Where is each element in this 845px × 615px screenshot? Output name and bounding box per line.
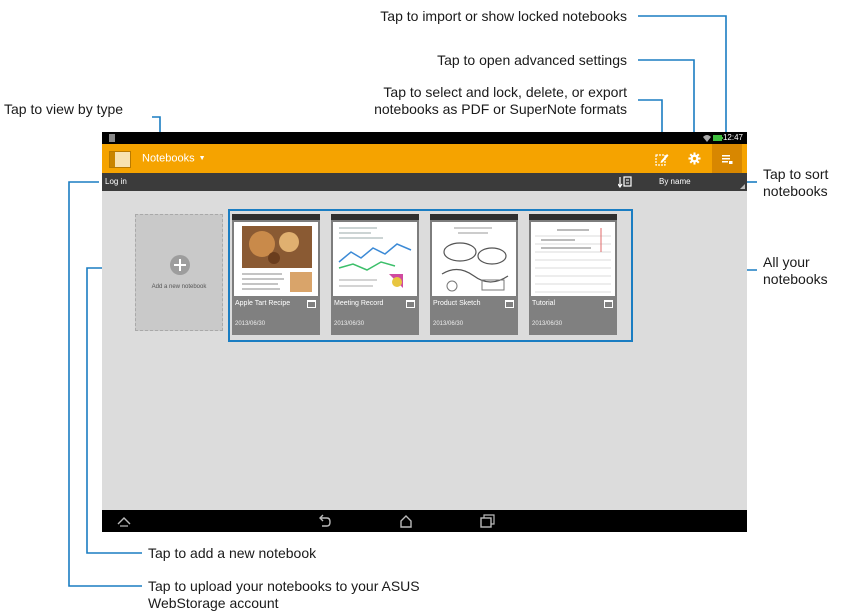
notebook-date: 2013/06/30 <box>334 321 365 327</box>
caret-down-icon: ▼ <box>198 155 206 162</box>
add-notebook-label: Add a new notebook <box>151 284 207 290</box>
callout-sort: Tap to sort notebooks <box>763 166 828 200</box>
notebook-app-icon <box>109 151 131 168</box>
notebook-menu-icon[interactable] <box>604 300 613 308</box>
callout-select-lock-line1: Tap to select and lock, delete, or expor… <box>383 84 627 100</box>
import-locked-button[interactable] <box>712 144 742 173</box>
notebook-thumbnail <box>333 222 417 296</box>
callout-advanced-settings: Tap to open advanced settings <box>437 52 627 68</box>
status-bar: 12:47 <box>102 132 747 144</box>
notebook-title: Tutorial <box>532 300 556 307</box>
gear-icon <box>687 152 701 165</box>
notebook-thumbnail <box>432 222 516 296</box>
select-notebooks-button[interactable] <box>647 144 677 173</box>
notebook-footer: Product Sketch 2013/06/30 <box>430 296 518 335</box>
view-type-dropdown[interactable]: Notebooks▼ <box>142 144 206 173</box>
notification-icon <box>109 134 115 142</box>
callout-select-lock: Tap to select and lock, delete, or expor… <box>374 84 627 118</box>
notebooks-highlight-frame <box>228 209 633 342</box>
callout-upload-line1: Tap to upload your notebooks to your ASU… <box>148 578 420 594</box>
settings-button[interactable] <box>679 144 709 173</box>
notebook-tab <box>529 214 617 220</box>
list-lock-icon <box>722 154 733 164</box>
recent-apps-icon[interactable] <box>479 514 495 528</box>
notebook-date: 2013/06/30 <box>433 321 464 327</box>
callout-select-lock-line2: notebooks as PDF or SuperNote formats <box>374 101 627 117</box>
notebook-menu-icon[interactable] <box>505 300 514 308</box>
callout-import-locked: Tap to import or show locked notebooks <box>380 8 627 24</box>
notebook-date: 2013/06/30 <box>532 321 563 327</box>
notebook-title: Product Sketch <box>433 300 481 307</box>
notebook-title: Apple Tart Recipe <box>235 300 291 307</box>
callout-upload: Tap to upload your notebooks to your ASU… <box>148 578 420 612</box>
notebook-card[interactable]: Apple Tart Recipe 2013/06/30 <box>232 214 320 335</box>
action-bar: Notebooks▼ <box>102 144 747 173</box>
callout-view-by-type: Tap to view by type <box>4 101 124 117</box>
callout-all-notebooks: All your notebooks <box>763 254 828 288</box>
notebook-thumbnail <box>234 222 318 296</box>
plus-circle-icon <box>170 255 190 275</box>
status-time: 12:47 <box>722 133 743 142</box>
notebook-footer: Tutorial 2013/06/30 <box>529 296 617 335</box>
battery-icon <box>713 135 723 141</box>
system-nav-bar <box>102 510 747 532</box>
login-sort-bar: Log in By name <box>102 173 747 191</box>
callout-all-line2: notebooks <box>763 271 828 287</box>
add-notebook-card[interactable]: Add a new notebook <box>135 214 223 331</box>
sort-by-name[interactable]: By name <box>659 177 691 186</box>
collapse-icon[interactable] <box>116 514 132 528</box>
notebook-footer: Apple Tart Recipe 2013/06/30 <box>232 296 320 335</box>
notebook-menu-icon[interactable] <box>406 300 415 308</box>
callout-sort-line2: notebooks <box>763 183 828 199</box>
select-edit-icon <box>655 153 669 166</box>
notebook-date: 2013/06/30 <box>235 321 266 327</box>
callout-all-line1: All your <box>763 254 810 270</box>
home-icon[interactable] <box>398 514 414 528</box>
notebook-tab <box>430 214 518 220</box>
page-title: Notebooks <box>142 152 195 165</box>
notebook-thumbnail <box>531 222 615 296</box>
back-icon[interactable] <box>316 514 332 528</box>
notebook-tab <box>331 214 419 220</box>
callout-sort-line1: Tap to sort <box>763 166 829 182</box>
wifi-icon <box>703 135 711 142</box>
login-link[interactable]: Log in <box>105 177 127 186</box>
notebook-card[interactable]: Tutorial 2013/06/30 <box>529 214 617 335</box>
sort-dropdown-indicator-icon <box>740 184 745 189</box>
sort-icon <box>618 176 632 188</box>
notebook-tab <box>232 214 320 220</box>
notebook-card[interactable]: Product Sketch 2013/06/30 <box>430 214 518 335</box>
notebook-menu-icon[interactable] <box>307 300 316 308</box>
callout-upload-line2: WebStorage account <box>148 595 279 611</box>
notebook-title: Meeting Record <box>334 300 384 307</box>
tablet-screen: 12:47 Notebooks▼ Log in <box>102 132 747 532</box>
notebook-footer: Meeting Record 2013/06/30 <box>331 296 419 335</box>
callout-add-new: Tap to add a new notebook <box>148 545 317 561</box>
notebook-card[interactable]: Meeting Record 2013/06/30 <box>331 214 419 335</box>
